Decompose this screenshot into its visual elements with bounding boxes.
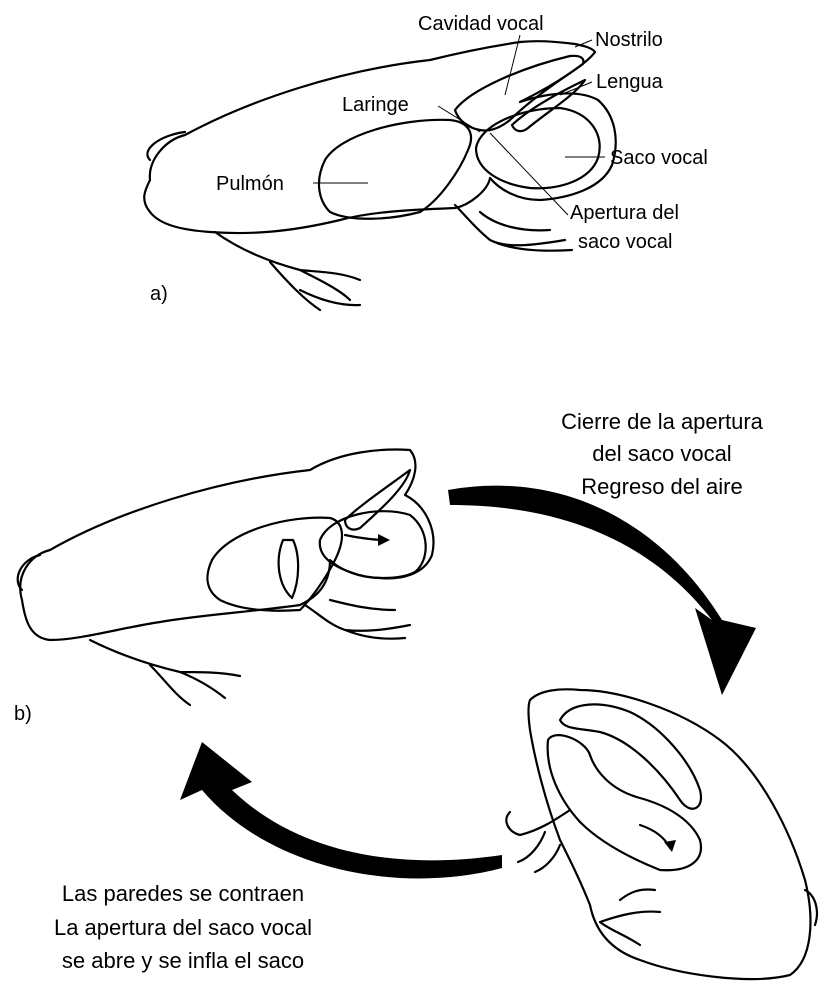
frog-b-left-cavity (345, 470, 410, 530)
label-sac-opening-2: saco vocal (578, 231, 673, 253)
label-larynx: Laringe (342, 94, 409, 116)
label-nostril: Nostrilo (595, 29, 663, 51)
label-tongue: Lengua (596, 71, 664, 93)
frog-a-hind-leg (215, 232, 360, 310)
label-sac-opening-1: Apertura del (570, 202, 679, 224)
frog-b-right-hind-leg (600, 889, 660, 945)
caption-top-line-3: Regreso del aire (581, 474, 742, 499)
caption-bottom-line-3: se abre y se infla el saco (62, 948, 304, 973)
frog-b-left-hind-leg (90, 640, 240, 705)
label-vocal-cavity: Cavidad vocal (418, 13, 544, 35)
frog-a-lung (319, 120, 471, 219)
panel-label-b: b) (14, 703, 32, 725)
caption-top-line-2: del saco vocal (592, 441, 731, 466)
frog-b-right-lung (548, 735, 701, 870)
label-vocal-sac: Saco vocal (610, 147, 708, 169)
frog-a-body-outline (144, 41, 615, 233)
frog-b-left (18, 450, 434, 705)
frog-b-right-airflow-arrow (640, 825, 670, 848)
frog-b-left-tube (279, 540, 298, 598)
frog-b-left-lung (207, 518, 341, 611)
frog-a-front-leg (455, 205, 572, 251)
panel-label-a: a) (150, 283, 168, 305)
vocal-sac-cycle-figure: Cierre de la apertura del saco vocal Reg… (14, 409, 817, 979)
frog-b-right-body (529, 689, 811, 979)
leader-sac-opening (490, 133, 568, 215)
caption-bottom-line-2: La apertura del saco vocal (54, 915, 312, 940)
label-lung: Pulmón (216, 173, 284, 195)
frog-b-right-arrowhead (664, 840, 676, 852)
cycle-arrow-top (448, 486, 756, 695)
frog-b-left-arrowhead (378, 534, 390, 546)
frog-b-right-cavity (560, 704, 701, 808)
frog-anatomy-figure: Cavidad vocal Nostrilo Lengua Laringe Pu… (144, 13, 708, 310)
frog-b-left-front-leg (305, 600, 410, 639)
cycle-arrow-bottom (180, 742, 502, 878)
caption-bottom-line-1: Las paredes se contraen (62, 881, 304, 906)
caption-top-line-1: Cierre de la apertura (561, 409, 764, 434)
frog-b-right (506, 689, 817, 979)
